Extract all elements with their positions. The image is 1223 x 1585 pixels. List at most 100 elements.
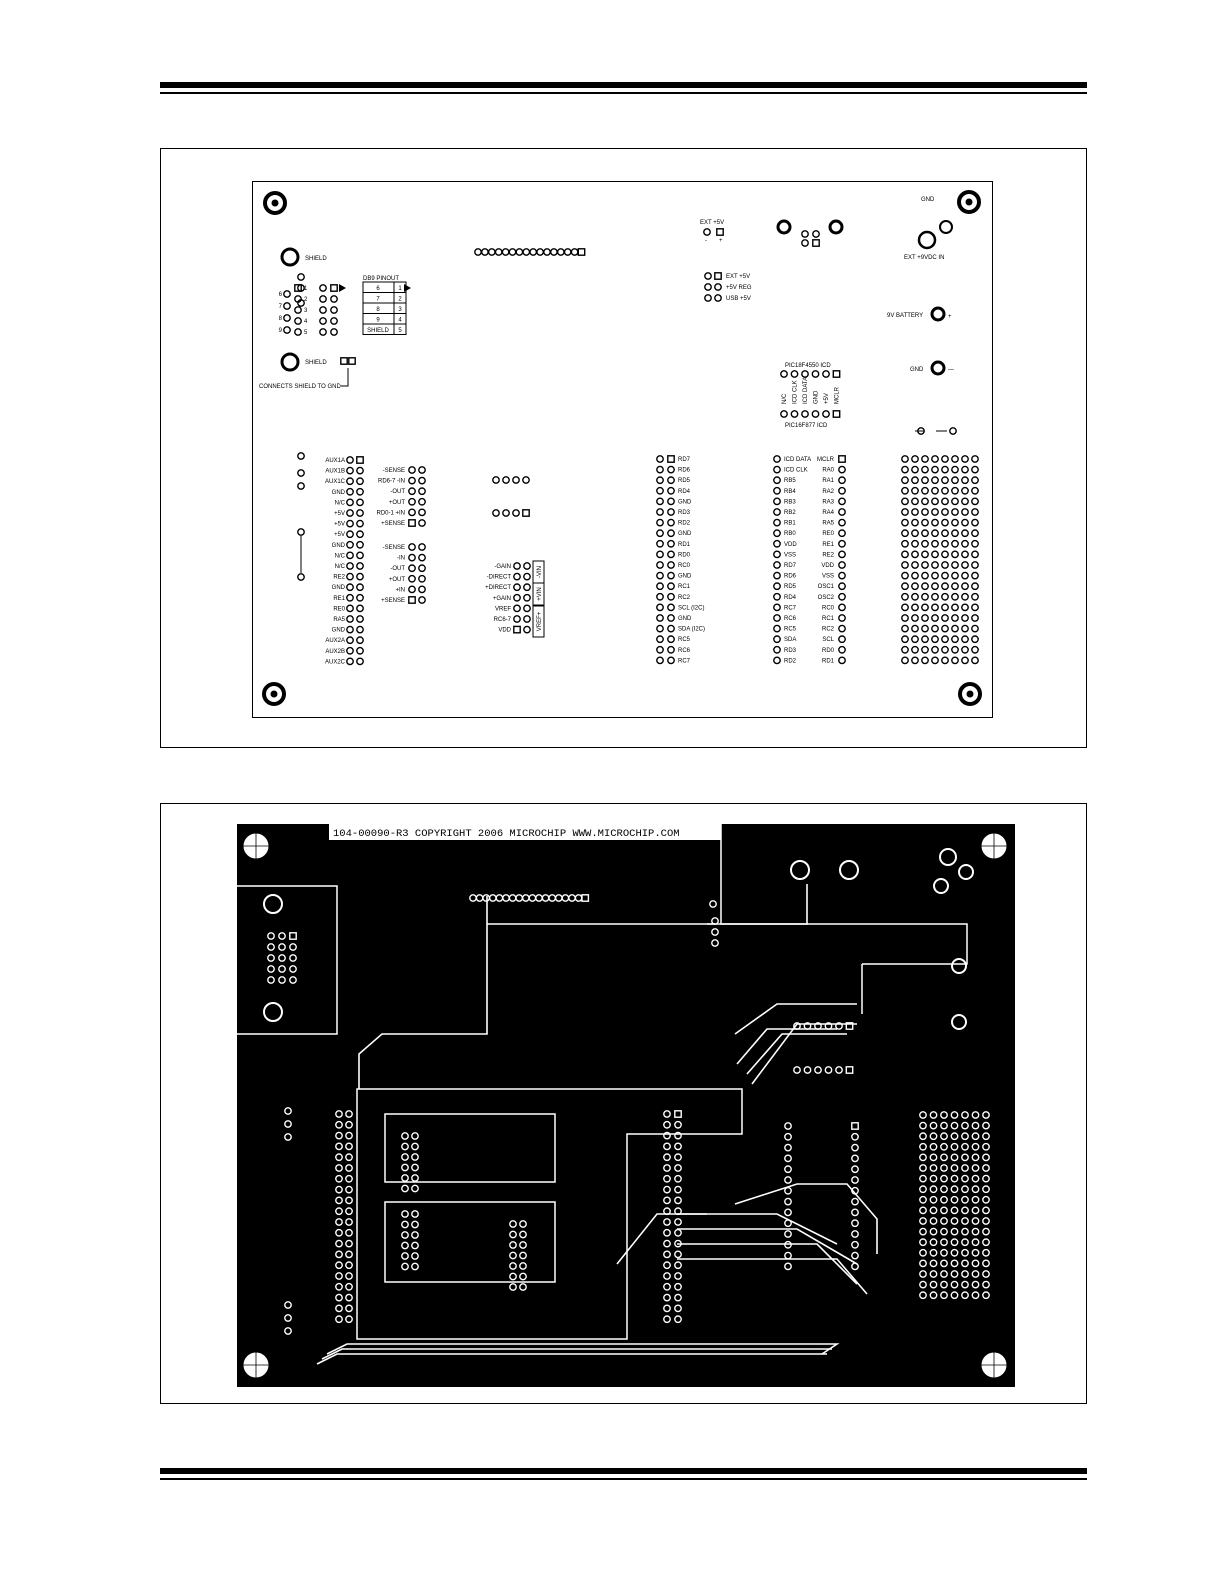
copper-icd-pad bbox=[824, 1022, 833, 1030]
proto-grid-pad bbox=[931, 645, 939, 654]
proto-grid-pad bbox=[961, 455, 969, 463]
copper-proto-pad bbox=[919, 1142, 927, 1151]
aux-pad bbox=[356, 646, 364, 655]
copper-mcu-pad bbox=[784, 1251, 792, 1260]
copper-proto-pad bbox=[940, 1121, 948, 1130]
mcu-left-label: VSS bbox=[784, 552, 796, 558]
db9-pin-number: 5 bbox=[304, 330, 308, 336]
proto-grid-pad bbox=[971, 529, 979, 538]
mcu-right-label: SCL bbox=[822, 637, 834, 643]
copper-proto-pad bbox=[919, 1111, 927, 1119]
proto-grid-pad bbox=[921, 465, 929, 474]
copper-power-pad bbox=[711, 928, 719, 936]
copper-mcu-pad bbox=[784, 1176, 792, 1184]
mcu-right-pad bbox=[838, 645, 846, 654]
copper-proto-pad bbox=[950, 1142, 959, 1151]
copper-proto-pad bbox=[971, 1227, 980, 1236]
copper-proto-pad bbox=[971, 1111, 980, 1119]
sense-pad bbox=[418, 487, 426, 496]
copper-proto-pad bbox=[982, 1164, 990, 1172]
copper-sense-pad bbox=[411, 1241, 419, 1250]
portd-pad bbox=[667, 518, 675, 527]
copper-db9-pad bbox=[278, 943, 286, 951]
portd-label: RD7 bbox=[678, 457, 691, 463]
copper-proto-pad bbox=[950, 1259, 959, 1268]
copper-proto-pad bbox=[940, 1111, 948, 1119]
db9-pad bbox=[319, 284, 327, 292]
shield-jumper-pad bbox=[340, 357, 348, 365]
aux-side-pad bbox=[297, 528, 305, 536]
copper-header-pad bbox=[561, 894, 570, 902]
proto-grid-pad bbox=[961, 614, 969, 622]
mcu-right-pad bbox=[838, 561, 846, 569]
proto-grid-pad bbox=[971, 476, 979, 485]
proto-grid-pad bbox=[941, 465, 949, 474]
mcu-right-pad bbox=[838, 486, 846, 495]
proto-grid-pad bbox=[971, 561, 979, 569]
aux-pad bbox=[356, 540, 364, 549]
mcu-left-pad bbox=[773, 592, 781, 601]
proto-grid-pad bbox=[971, 508, 979, 516]
copper-header-pad bbox=[581, 894, 590, 902]
copper-proto-pad bbox=[929, 1121, 938, 1130]
db9-pin-number: 2 bbox=[304, 297, 308, 303]
proto-grid-pad bbox=[901, 624, 909, 633]
mcu-left-pad bbox=[773, 550, 781, 559]
vin-box bbox=[532, 582, 545, 606]
copper-proto-pad bbox=[919, 1195, 927, 1204]
portd-label: RD2 bbox=[678, 521, 691, 527]
copper-proto-pad bbox=[950, 1238, 959, 1247]
copper-mcu-pad bbox=[851, 1197, 859, 1206]
copper-mcu-pad bbox=[851, 1262, 859, 1271]
portd-pad bbox=[667, 486, 675, 495]
db9-pad bbox=[294, 328, 302, 336]
copper-aux-pad bbox=[345, 1185, 353, 1194]
copper-proto-pad bbox=[950, 1164, 959, 1172]
portd-label: GND bbox=[678, 574, 692, 580]
copper-header-pad bbox=[574, 894, 583, 902]
copper-proto-pad bbox=[982, 1195, 990, 1204]
proto-grid-pad bbox=[911, 455, 919, 463]
proto-grid-pad bbox=[901, 635, 909, 644]
copper-sense-pad bbox=[411, 1132, 419, 1140]
copper-proto-pad bbox=[940, 1248, 948, 1257]
copper-proto-pad bbox=[919, 1280, 927, 1289]
battery-plus: + bbox=[948, 314, 952, 320]
aux-label: GND bbox=[332, 628, 346, 634]
proto-grid-pad bbox=[901, 486, 909, 495]
mcu-right-pad bbox=[838, 476, 846, 485]
proto-grid-pad bbox=[971, 455, 979, 463]
db9-pad bbox=[283, 314, 291, 322]
copper-proto-pad bbox=[919, 1217, 927, 1225]
gain-pad bbox=[523, 593, 531, 602]
copper-sense-pad bbox=[401, 1210, 409, 1218]
proto-grid-pad bbox=[971, 645, 979, 654]
mcu-left-label: RB1 bbox=[784, 521, 796, 527]
sense-bottom-label: +SENSE bbox=[381, 598, 405, 604]
copper-aux-pad bbox=[345, 1196, 353, 1205]
portd-pad bbox=[667, 603, 675, 612]
gain-pad bbox=[523, 604, 531, 613]
copper-proto-pad bbox=[929, 1164, 938, 1172]
proto-grid-pad bbox=[901, 592, 909, 601]
copper-db9-pad bbox=[278, 932, 286, 940]
proto-grid-pad bbox=[951, 645, 959, 654]
top-header-pad bbox=[529, 248, 538, 256]
db9-pad bbox=[330, 317, 338, 325]
proto-grid-pad bbox=[911, 476, 919, 485]
ic-pad bbox=[492, 476, 500, 484]
copper-proto-pad bbox=[940, 1291, 948, 1300]
proto-grid-pad bbox=[971, 571, 979, 580]
aux-pad bbox=[356, 583, 364, 592]
proto-grid-pad bbox=[931, 571, 939, 580]
copper-proto-pad bbox=[950, 1121, 959, 1130]
copper-sense-pad bbox=[411, 1184, 419, 1193]
top-header-pad bbox=[508, 248, 517, 256]
proto-grid-pad bbox=[921, 635, 929, 644]
bottom-rule-thick bbox=[160, 1468, 1087, 1474]
proto-grid-pad bbox=[961, 603, 969, 612]
copper-proto-pad bbox=[982, 1153, 990, 1162]
aux-pad bbox=[356, 487, 364, 496]
gain-label: -GAIN bbox=[494, 564, 511, 570]
copper-sense-pad bbox=[401, 1153, 409, 1161]
